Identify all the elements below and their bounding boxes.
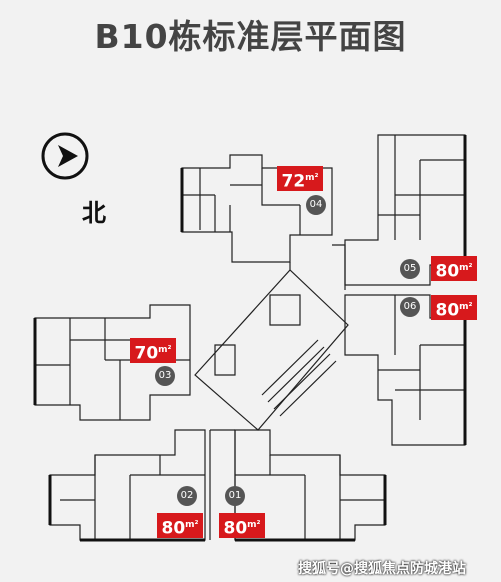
- unit-04-number: 04: [306, 195, 326, 215]
- unit-05-area-tag: 80m²: [431, 256, 477, 282]
- unit-04-area-tag: 72m²: [277, 166, 323, 192]
- unit-01-area-tag: 80m²: [219, 513, 265, 539]
- core-outline: [194, 269, 349, 431]
- unit-06-outline: [344, 294, 466, 446]
- watermark: 搜狐号@搜狐焦点防城港站: [298, 561, 466, 577]
- unit-06-number: 06: [400, 297, 420, 317]
- unit-01-number: 01: [225, 486, 245, 506]
- unit-02-area-tag: 80m²: [157, 513, 203, 539]
- unit-04-outline: [181, 154, 333, 263]
- unit-05-number: 05: [400, 259, 420, 279]
- unit-03-number: 03: [155, 366, 175, 386]
- north-compass-icon: [41, 132, 89, 180]
- north-label: 北: [82, 199, 106, 227]
- unit-03-outline: [34, 304, 191, 421]
- unit-03-area-tag: 70m²: [130, 338, 176, 364]
- plan-title: B10栋标准层平面图: [94, 17, 407, 56]
- unit-06-area-tag: 80m²: [431, 295, 477, 321]
- unit-02-number: 02: [177, 486, 197, 506]
